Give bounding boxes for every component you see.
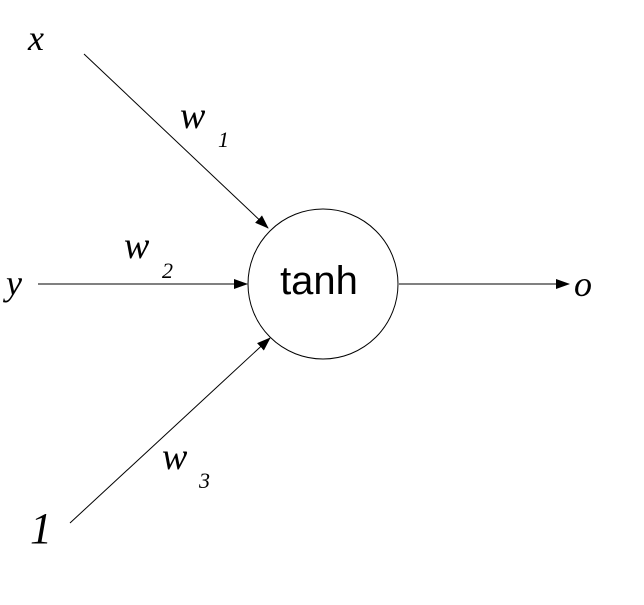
weight-w2-subscript: 2	[162, 258, 173, 283]
input-y-label: y	[3, 263, 22, 303]
weight-w1-subscript: 1	[218, 127, 229, 152]
output-label: o	[574, 264, 592, 304]
weight-w3: w 3	[162, 436, 210, 493]
input-bias-label: 1	[30, 504, 52, 553]
neuron-node	[247, 208, 399, 360]
activation-label: tanh	[280, 259, 358, 303]
input-x-label: x	[27, 18, 44, 58]
weight-w3-base: w	[162, 436, 188, 478]
weight-w1: w 1	[180, 95, 229, 152]
weight-w2-base: w	[124, 225, 150, 267]
weight-w3-subscript: 3	[198, 468, 210, 493]
edge-bias-to-neuron	[69, 337, 271, 524]
edge-x-to-neuron	[83, 53, 269, 229]
weight-w2: w 2	[124, 225, 173, 283]
weight-w1-base: w	[180, 95, 206, 137]
